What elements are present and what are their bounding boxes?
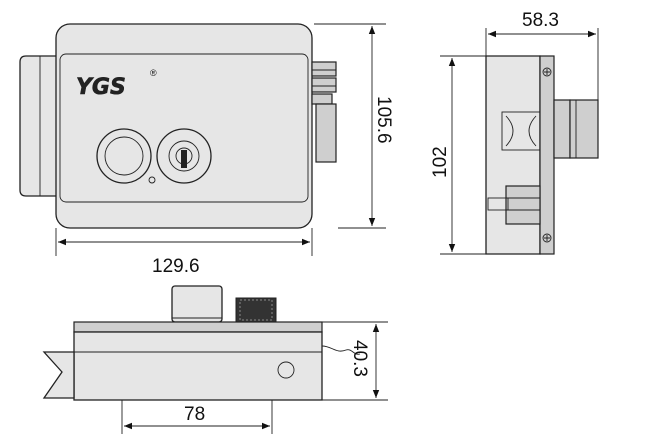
- brand-logo: YGS: [76, 75, 126, 100]
- bottom-top-plate: [73, 321, 323, 333]
- push-button: [96, 128, 156, 184]
- svg-text:78: 78: [184, 404, 205, 425]
- front-view: YGS ® 129.6 105.6: [19, 23, 394, 277]
- key-cylinder: [156, 128, 212, 184]
- svg-text:40.3: 40.3: [349, 340, 370, 377]
- dimension-height-side: 102: [430, 55, 486, 255]
- front-inner-plate: [59, 53, 309, 203]
- registered-mark: ®: [150, 68, 157, 78]
- front-latch-blocks: [311, 61, 337, 163]
- bottom-knob: [235, 297, 277, 323]
- dimension-base-bottom: 78: [121, 400, 273, 434]
- dimension-thickness-bottom: 40.3: [322, 321, 388, 401]
- dimension-depth-side: 58.3: [485, 10, 599, 100]
- front-body: [55, 23, 313, 229]
- svg-text:58.3: 58.3: [522, 10, 559, 31]
- bottom-view: 78 40.3: [42, 285, 388, 434]
- dimension-height-front: 105.6: [314, 23, 394, 229]
- svg-text:105.6: 105.6: [373, 96, 394, 144]
- svg-text:102: 102: [430, 146, 451, 178]
- bottom-push-button: [171, 285, 223, 323]
- side-view: 58.3 102: [430, 10, 599, 255]
- bottom-latch-hook: [42, 351, 75, 399]
- svg-text:129.6: 129.6: [152, 256, 200, 277]
- front-left-housing: [19, 55, 59, 197]
- side-roller: [501, 111, 541, 151]
- side-mount-plate: [539, 55, 555, 255]
- dimension-width-front: 129.6: [55, 228, 313, 277]
- side-latch: [487, 185, 541, 225]
- side-bolt: [553, 99, 571, 159]
- bottom-body: [73, 331, 323, 401]
